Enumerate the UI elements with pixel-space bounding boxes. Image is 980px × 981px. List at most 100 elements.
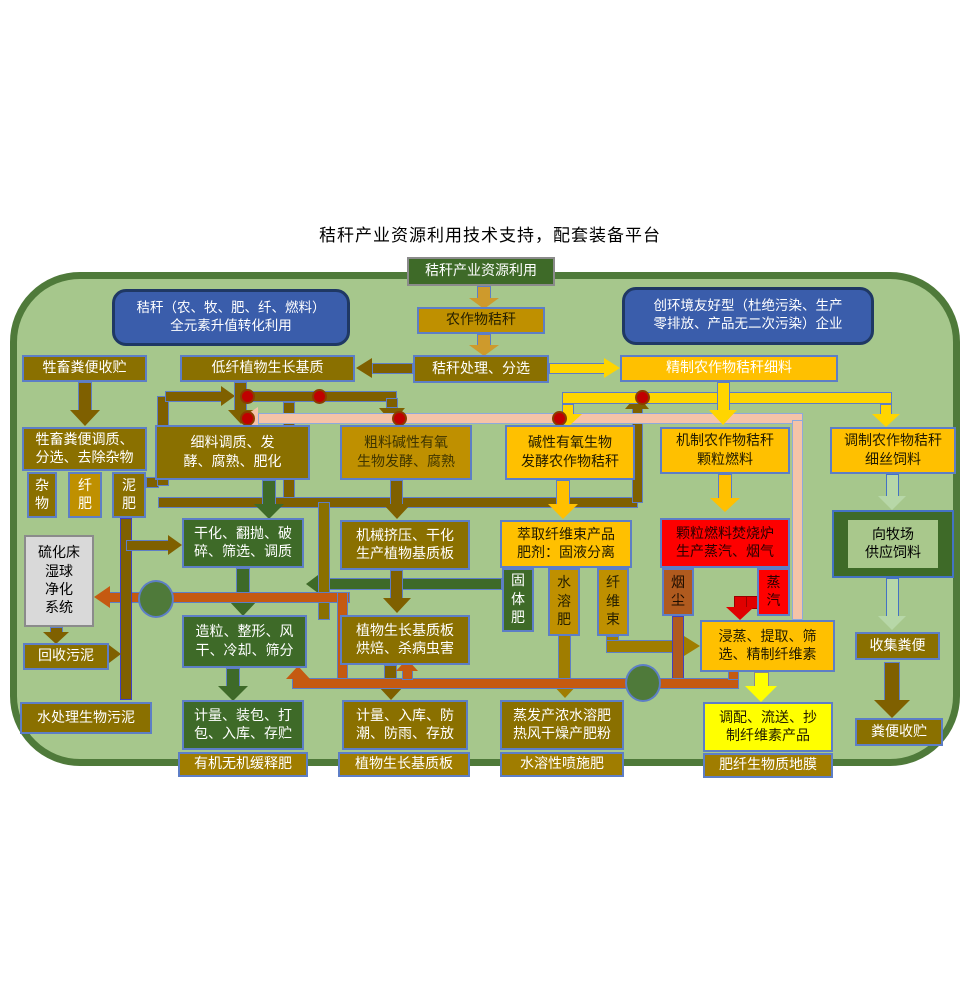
orange-recycle-line [292,678,739,689]
arrowhead-down [878,496,906,510]
arrowhead-left [356,358,372,378]
pipe [386,398,398,408]
node-granulating: 造粒、整形、风 干、冷却、筛分 [182,615,307,668]
pipe [886,474,899,498]
label-growth-board: 植物生长基质板 [338,752,470,777]
node-recovered-sludge: 回收污泥 [23,643,109,670]
node-crop-straw: 农作物秸秆 [417,307,545,334]
pink-feedback-line [258,413,803,424]
node-refined-fine-material: 精制农作物秸秆细料 [620,355,838,382]
node-solid-fertilizer: 固 体 肥 [502,568,534,632]
pipe [226,668,240,688]
node-blending-products: 调配、流送、抄 制纤维素产品 [703,702,833,752]
node-blue-left: 秸秆（农、牧、肥、纤、燃料） 全元素升值转化利用 [112,289,350,346]
node-fine-conditioning: 细料调质、发 酵、腐熟、肥化 [155,425,310,480]
arrowhead-right [604,358,620,378]
node-incinerator: 颗粒燃料焚烧炉 生产蒸汽、烟气 [660,518,790,568]
pipe [556,480,570,506]
node-fiber-fertilizer: 纤 肥 [68,472,102,518]
orange-recycle-line [402,670,413,680]
arrowhead-right [684,636,700,656]
pipe [717,382,730,412]
arrowhead-down [726,607,754,620]
node-pellet-fuel: 机制农作物秸秆 颗粒燃料 [660,427,790,474]
pipe [718,474,732,500]
node-manure-storage-bottom: 粪便收贮 [855,718,943,746]
node-alkaline-fermentation: 碱性有氧生物 发酵农作物秸秆 [505,425,635,480]
node-evaporation: 蒸发产浓水溶肥 热风干燥产肥粉 [500,700,624,750]
pipe [549,363,605,374]
arrowhead-down [218,686,248,701]
node-fiber-extraction: 萃取纤维束产品 肥剂：固液分离 [500,520,632,568]
pipe [78,382,92,412]
arrowhead-down [254,504,284,519]
junction-dot [552,411,567,426]
process-ellipse [625,664,661,702]
arrowhead-down [469,345,499,356]
node-blue-right: 创环境友好型（杜绝污染、生产 零排放、产品无二次污染）企业 [622,287,874,345]
pink-feedback-line [792,420,803,620]
arrowhead-down [70,410,100,426]
node-drying-crushing: 干化、翻抛、破 碎、筛选、调质 [182,518,304,568]
page-title: 秸秆产业资源利用技术支持，配套装备平台 [319,226,661,246]
arrowhead-right [109,645,121,663]
arrowhead-down [228,600,258,616]
node-board-storage: 计量、入库、防 潮、防雨、存放 [342,700,468,750]
arrowhead-down [548,504,578,519]
node-smoke-dust: 烟 尘 [662,568,694,616]
node-packing-storage: 计量、装包、打 包、入库、存贮 [182,700,304,750]
arrowhead-down [878,616,906,630]
pipe [390,570,403,600]
process-ellipse [138,580,174,618]
node-impurity: 杂 物 [27,472,57,518]
node-bio-sludge: 水处理生物污泥 [20,702,152,734]
node-coarse-fermentation: 粗料碱性有氧 生物发酵、腐熟 [340,425,472,480]
pipe [884,662,900,702]
node-silk-feed: 调制农作物秸秆 细丝饲料 [830,427,956,474]
pipe [322,578,502,590]
node-steam: 蒸 汽 [757,568,790,616]
junction-dot [635,390,650,405]
label-organic-fertilizer: 有机无机缓释肥 [178,752,308,777]
arrowhead-down [745,686,777,702]
arrowhead-down [383,598,411,613]
smoke-dust-pipe [672,616,684,682]
pipe [262,480,276,506]
node-manure-conditioning: 牲畜粪便调质、 分选、去除杂物 [22,427,147,471]
label-biomass-film: 肥纤生物质地膜 [703,753,833,778]
arrowhead-right [221,386,235,406]
pipe [372,363,413,374]
pipe [126,540,170,551]
label-spray-fertilizer: 水溶性喷施肥 [500,752,624,777]
pipe [165,391,222,402]
node-collect-manure: 收集粪便 [855,632,940,660]
node-straw-sorting: 秸秆处理、分选 [413,355,549,383]
arrowhead-down [874,700,910,718]
arrowhead-up [286,666,310,679]
pipe [390,480,403,506]
node-low-fiber-substrate: 低纤植物生长基质 [180,355,355,382]
pipe [886,578,899,618]
arrowhead-down [469,298,499,309]
node-top-process: 秸秆产业资源利用 [407,257,555,286]
node-mud-fertilizer: 泥 肥 [112,472,146,518]
junction-dot [392,411,407,426]
arrowhead-right [168,535,182,555]
arrowhead-down [43,632,69,644]
arrowhead-down [383,504,411,519]
node-fluidized-bed: 硫化床 湿球 净化 系统 [24,535,94,627]
junction-dot [240,411,255,426]
junction-dot [240,389,255,404]
arrowhead-left [94,586,110,608]
node-soluble-fertilizer: 水 溶 肥 [548,568,580,636]
sludge-pipe [120,518,132,700]
node-board-baking: 植物生长基质板 烘焙、杀病虫害 [340,615,470,665]
node-soaking-extraction: 浸蒸、提取、筛 选、精制纤维素 [700,620,835,672]
arrowhead-down [710,498,740,512]
arrowhead-down [872,414,900,427]
node-mechanical-pressing: 机械挤压、干化 生产植物基质板 [340,520,470,570]
node-fiber-bundle: 纤 维 束 [597,568,629,636]
node-manure-storage-top: 牲畜粪便收贮 [22,355,147,382]
pipe [318,502,330,620]
